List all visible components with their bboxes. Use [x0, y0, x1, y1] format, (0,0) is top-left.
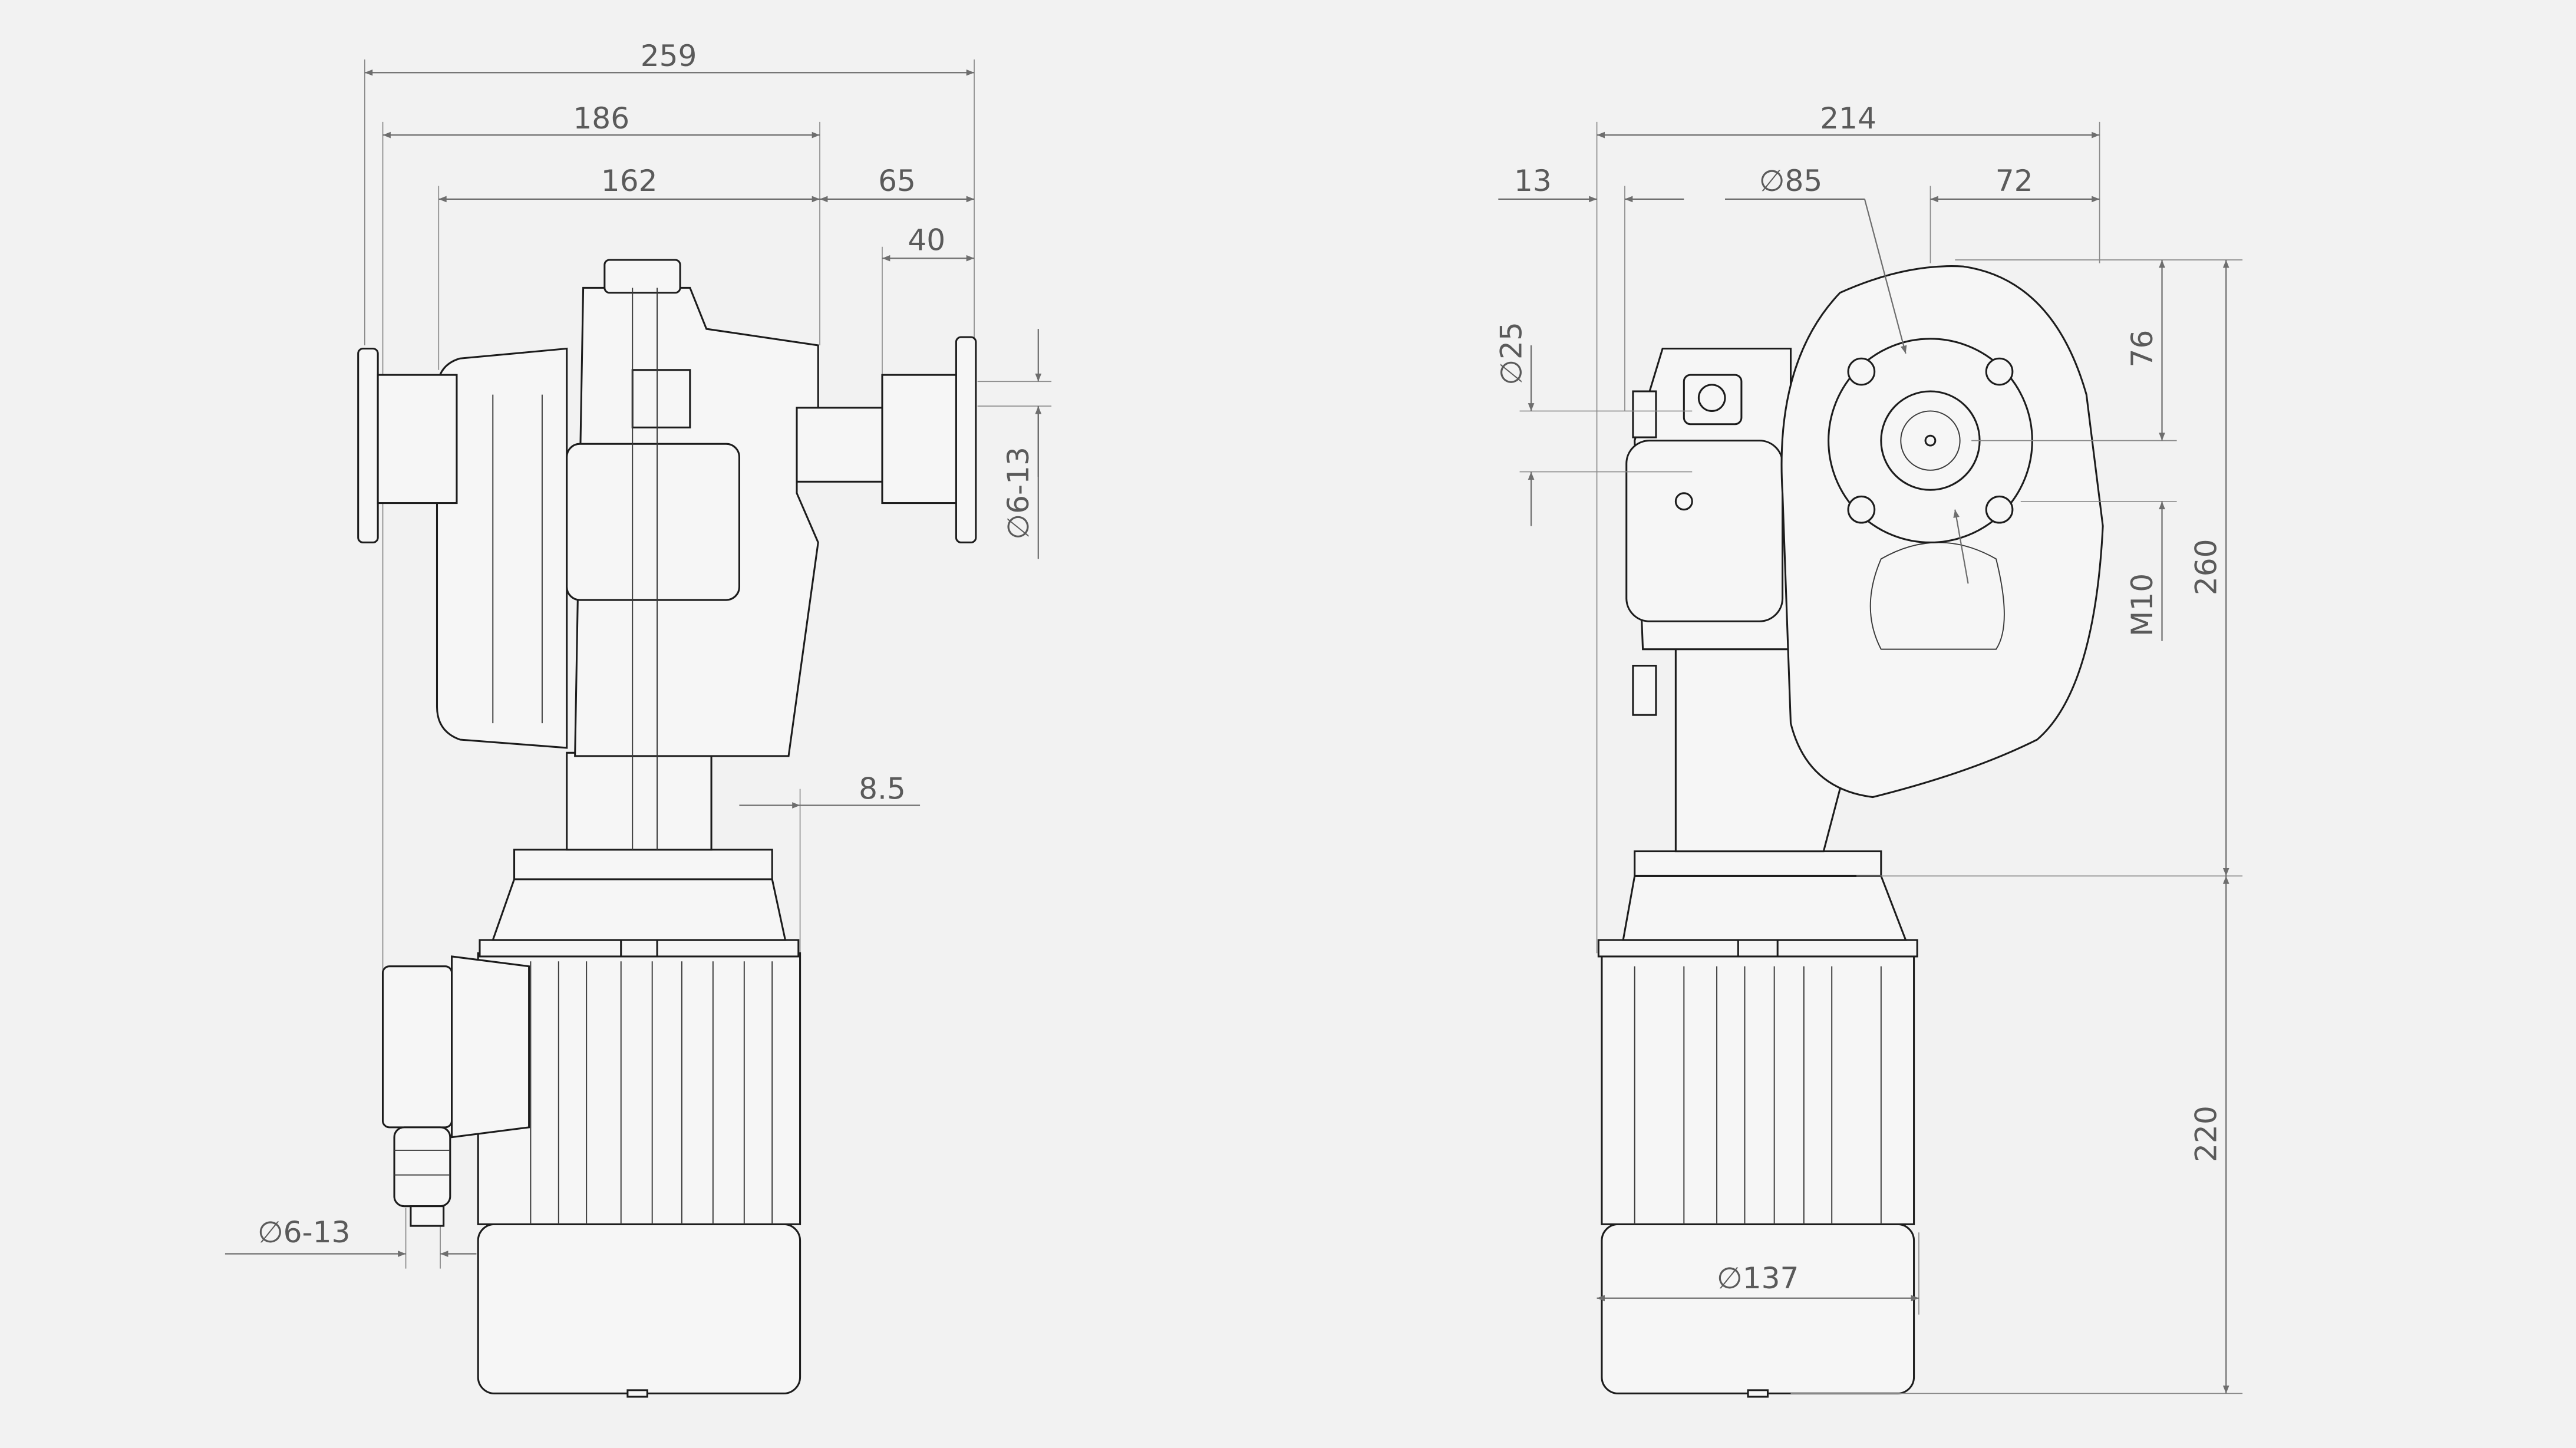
side-motor [477, 849, 802, 1398]
side-view: 259 186 162 65 40 ∅6-13 8.5 ∅6-13 [225, 38, 1052, 1398]
dim-cable-gland-label: ∅6-13 [258, 1215, 351, 1249]
dim-214-label: 214 [1820, 101, 1876, 136]
front-extension-lines [1519, 121, 2243, 1394]
front-dimension-lines [1498, 131, 2229, 1394]
side-sprockets [357, 336, 977, 544]
dim-shaft-diameter-label: ∅6-13 [1001, 447, 1035, 540]
side-terminal-box [381, 955, 530, 1208]
side-dimension-lines [225, 69, 1042, 1257]
dim-220-label: 220 [2189, 1106, 2224, 1162]
dim-40-label: 40 [908, 222, 945, 257]
front-sprocket [1828, 338, 2033, 544]
dim-13-label: 13 [1514, 163, 1552, 198]
dim-sprocket-diameter-label: ∅85 [1759, 163, 1823, 198]
dim-162-label: 162 [601, 163, 658, 198]
dim-65-label: 65 [878, 163, 916, 198]
dim-259-label: 259 [641, 38, 697, 73]
dim-186-label: 186 [573, 101, 629, 136]
dim-motor-diameter-label: ∅137 [1717, 1261, 1799, 1295]
front-view: 214 13 ∅85 72 ∅25 76 M10 260 220 ∅137 [1493, 101, 2243, 1398]
dim-m10-label: M10 [2125, 573, 2159, 636]
dim-72-label: 72 [1996, 163, 2033, 198]
dim-76-label: 76 [2125, 330, 2159, 368]
side-gearbox [436, 259, 819, 851]
dim-8-5-label: 8.5 [859, 771, 906, 806]
dim-shaft-diameter-label: ∅25 [1493, 322, 1528, 385]
front-motor [1597, 850, 1918, 1398]
dim-260-label: 260 [2189, 539, 2224, 595]
side-cable-gland [410, 1205, 445, 1227]
front-gearbox [1625, 265, 2104, 853]
